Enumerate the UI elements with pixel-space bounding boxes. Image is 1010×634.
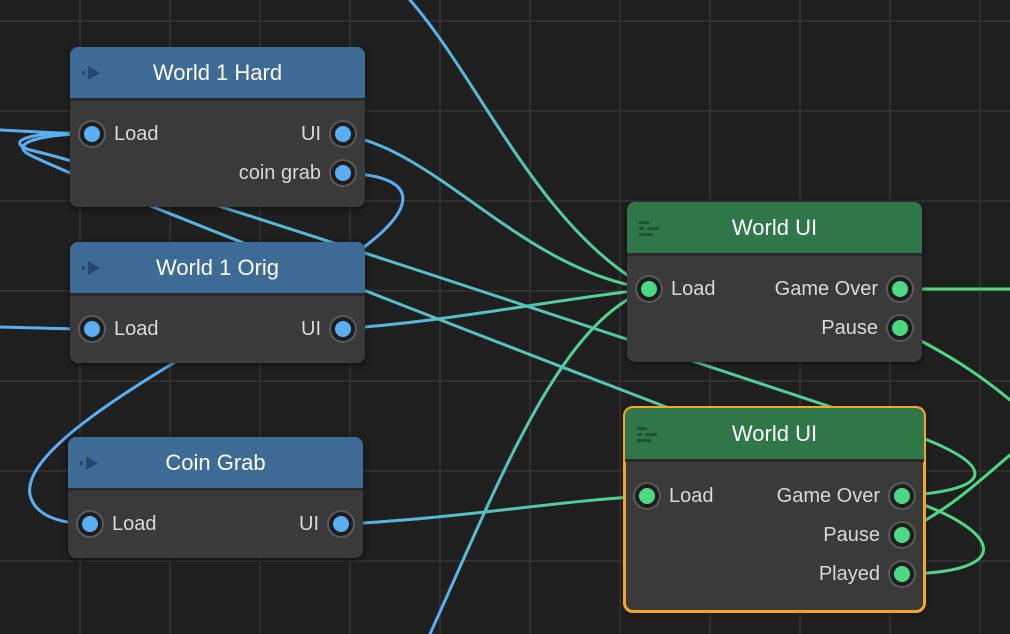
node-header[interactable]: World UI — [627, 202, 922, 256]
port-load[interactable] — [80, 317, 104, 341]
input-load[interactable]: Load — [80, 315, 159, 343]
output-ui[interactable]: UI — [301, 120, 355, 148]
input-load[interactable]: Load — [78, 510, 157, 538]
ui-layout-icon — [639, 221, 659, 236]
wire-orig-ui-to-worldui-load — [339, 287, 652, 331]
scene-arrow-icon — [80, 456, 98, 470]
output-pause[interactable]: Pause — [821, 314, 912, 342]
port-ui[interactable] — [329, 512, 353, 536]
port-label: Game Over — [774, 277, 878, 300]
port-label: coin grab — [238, 161, 321, 184]
port-label: Load — [114, 122, 159, 145]
port-game-over[interactable] — [890, 484, 914, 508]
wire-bottom-into-worldui-load — [428, 287, 652, 634]
output-ui[interactable]: UI — [299, 510, 353, 538]
port-game-over[interactable] — [888, 277, 912, 301]
node-title: World 1 Hard — [152, 59, 283, 85]
node-header[interactable]: World 1 Orig — [70, 242, 365, 296]
output-coin-grab[interactable]: coin grab — [239, 159, 355, 187]
port-load[interactable] — [637, 277, 661, 301]
port-label: Pause — [821, 316, 878, 339]
wire-top-into-worldui-load — [408, 0, 652, 291]
port-pause[interactable] — [890, 523, 914, 547]
port-label: UI — [301, 317, 321, 340]
port-load[interactable] — [78, 512, 102, 536]
port-label: Load — [112, 512, 157, 535]
input-load[interactable]: Load — [80, 120, 159, 148]
port-coin-grab[interactable] — [331, 161, 355, 185]
port-label: UI — [299, 512, 319, 535]
node-title: World UI — [731, 420, 818, 446]
output-pause[interactable]: Pause — [823, 521, 914, 549]
port-pause[interactable] — [888, 316, 912, 340]
wire-played-loop-to-hard-load — [21, 132, 985, 576]
node-header[interactable]: World UI — [625, 408, 924, 462]
port-label: Load — [114, 317, 159, 340]
wire-coin-ui-to-selected-load — [337, 494, 653, 526]
output-ui[interactable]: UI — [301, 315, 355, 343]
port-label: UI — [301, 122, 321, 145]
port-load[interactable] — [80, 122, 104, 146]
port-label: Played — [818, 562, 880, 585]
port-ui[interactable] — [331, 122, 355, 146]
node-header[interactable]: Coin Grab — [68, 437, 363, 491]
node-world-ui-selected[interactable]: World UI Load Game Over Pause Played — [623, 406, 926, 613]
port-label: Pause — [823, 523, 880, 546]
node-world-ui[interactable]: World UI Load Game Over Pause — [627, 202, 922, 362]
port-load[interactable] — [635, 484, 659, 508]
node-title: Coin Grab — [165, 449, 266, 475]
input-load[interactable]: Load — [637, 275, 716, 303]
node-header[interactable]: World 1 Hard — [70, 47, 365, 101]
port-played[interactable] — [890, 562, 914, 586]
ui-layout-icon — [637, 427, 657, 442]
node-title: World 1 Orig — [155, 254, 280, 280]
port-label: Load — [671, 277, 716, 300]
output-game-over[interactable]: Game Over — [777, 482, 914, 510]
output-game-over[interactable]: Game Over — [775, 275, 912, 303]
node-world-1-hard[interactable]: World 1 Hard Load UI coin grab — [70, 47, 365, 207]
node-coin-grab[interactable]: Coin Grab Load UI — [68, 437, 363, 558]
output-played[interactable]: Played — [819, 560, 914, 588]
node-world-1-orig[interactable]: World 1 Orig Load UI — [70, 242, 365, 363]
port-ui[interactable] — [331, 317, 355, 341]
wire-hard-ui-to-worldui-load — [339, 132, 652, 291]
port-label: Game Over — [776, 484, 880, 507]
input-load[interactable]: Load — [635, 482, 714, 510]
node-title: World UI — [731, 214, 818, 240]
scene-arrow-icon — [82, 66, 100, 80]
wire-gameover-loop-to-hard-load — [18, 131, 977, 498]
port-label: Load — [669, 484, 714, 507]
scene-arrow-icon — [82, 261, 100, 275]
